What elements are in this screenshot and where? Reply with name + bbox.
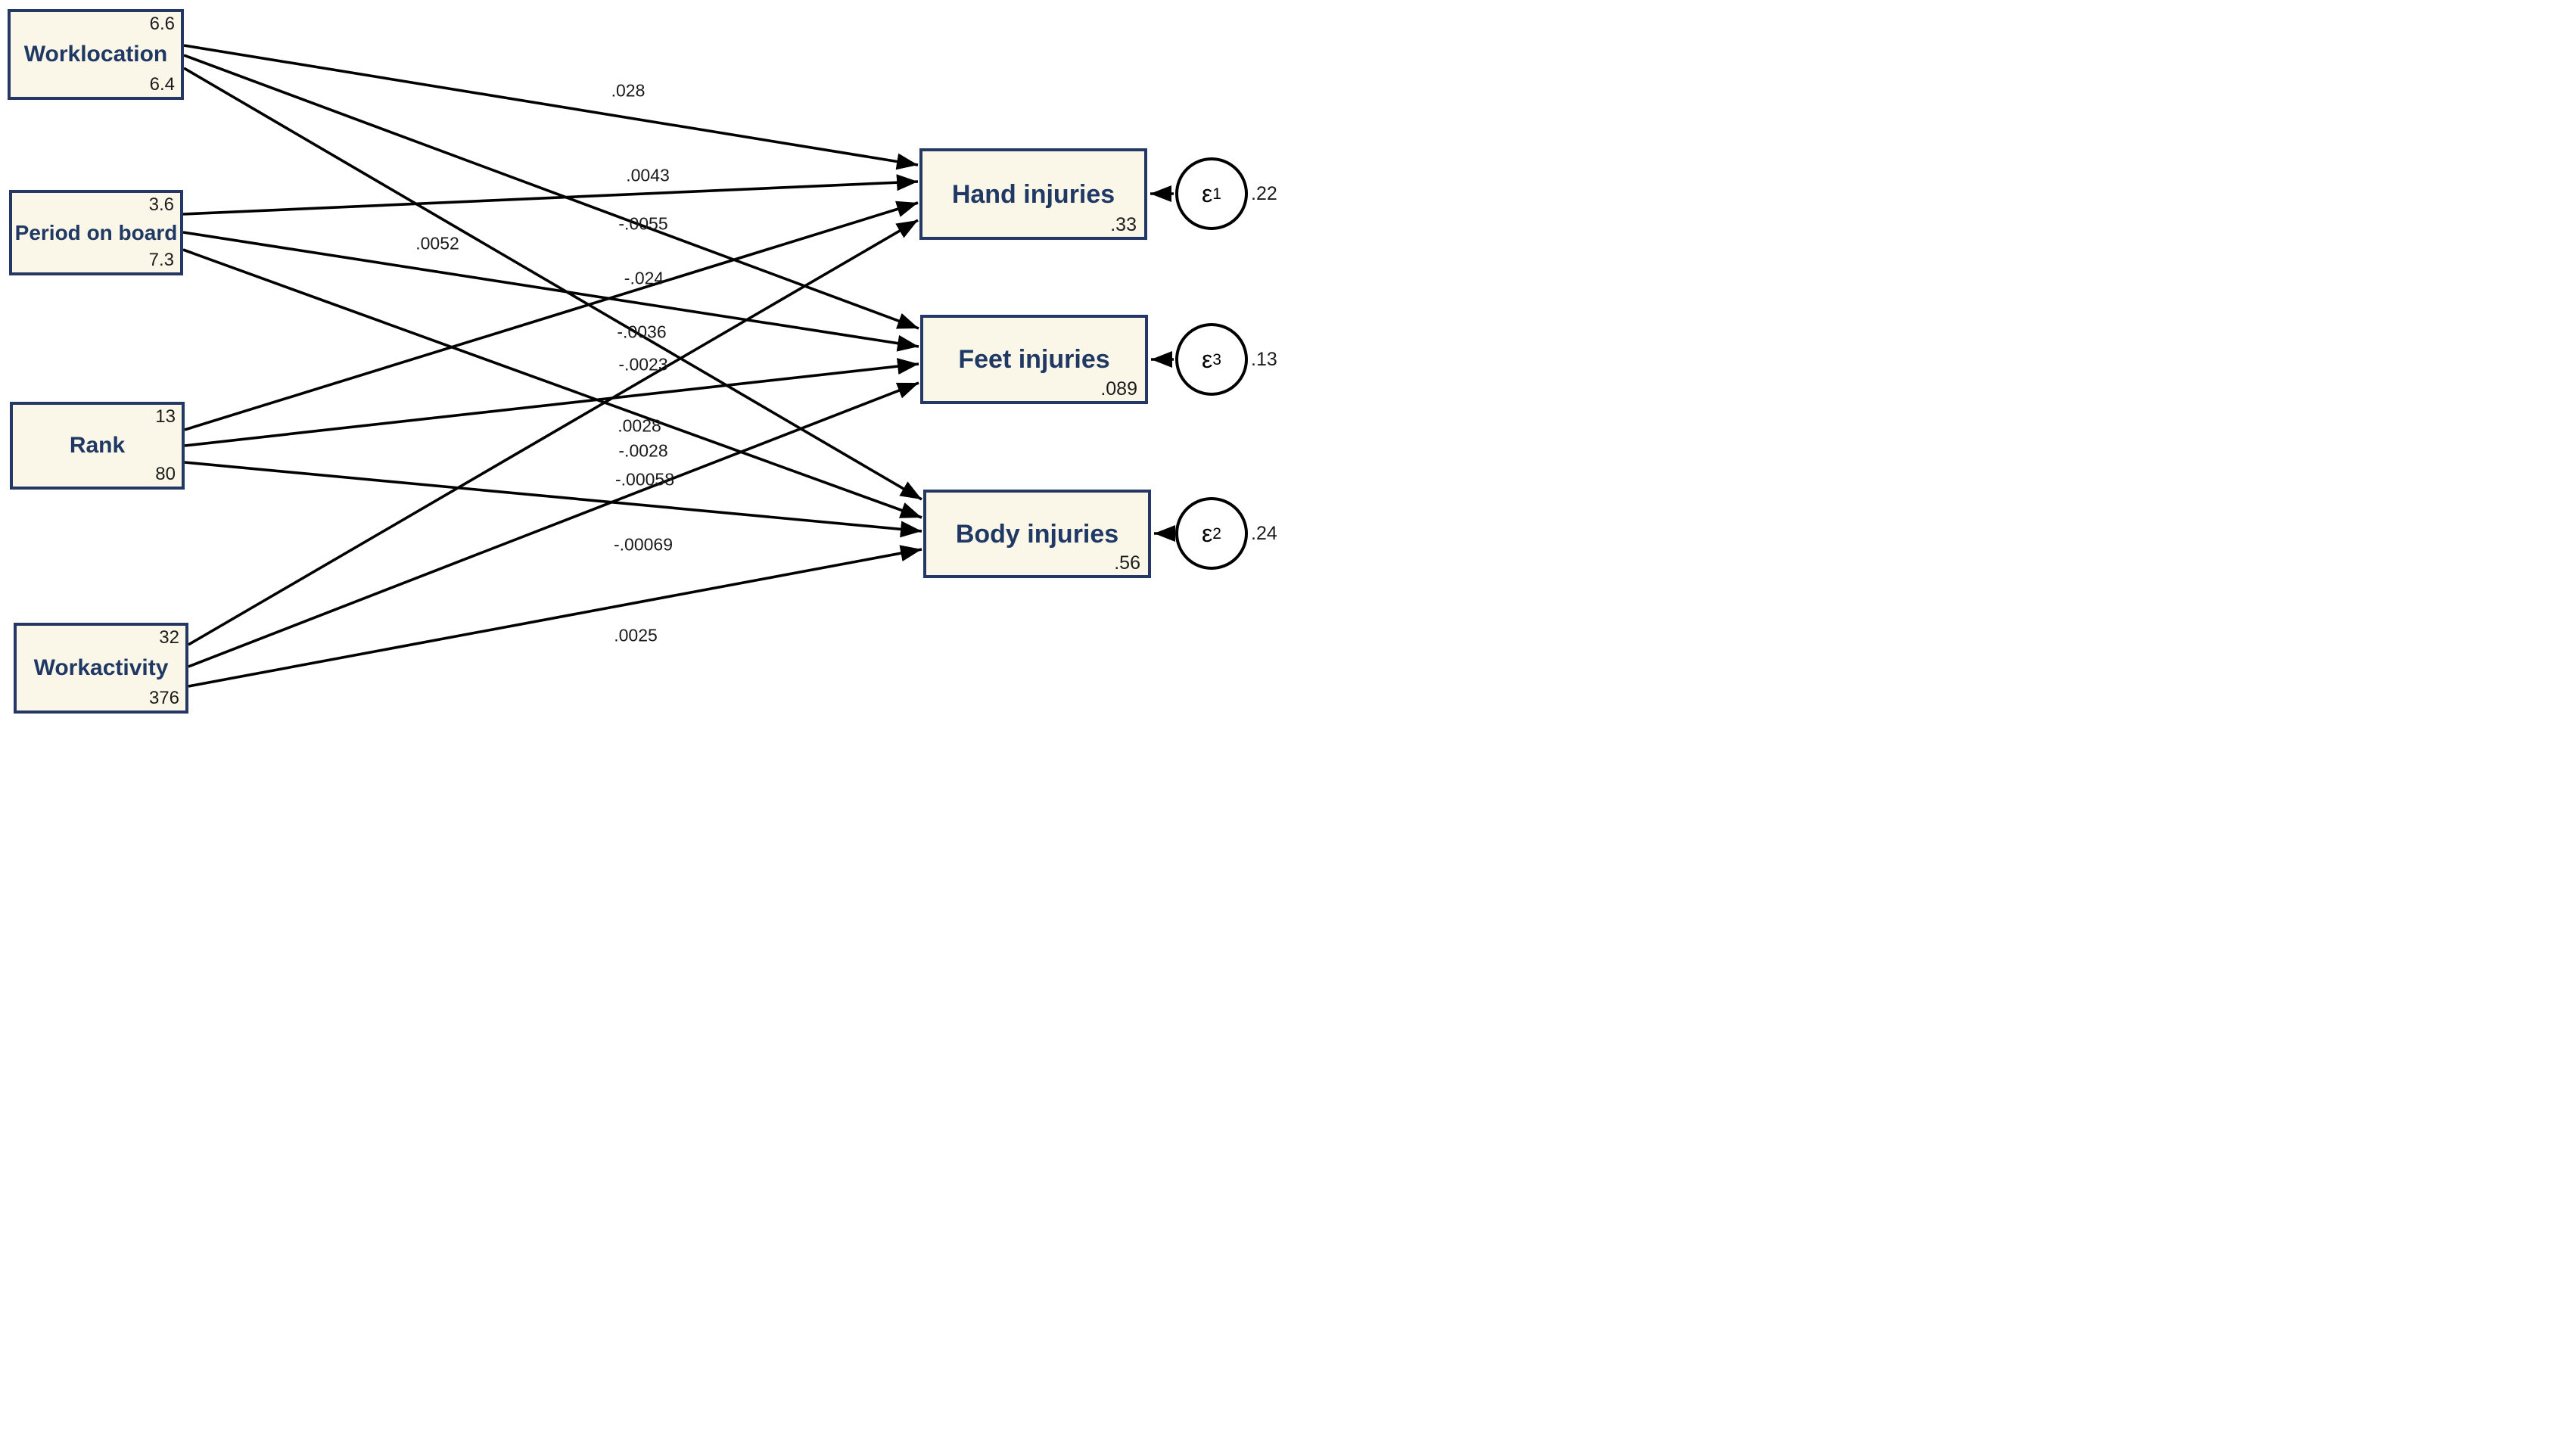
epsilon-symbol: ε: [1202, 180, 1213, 207]
coef-label-worklocation-hand: .028: [611, 80, 646, 101]
error-variance-epsilon-3: .13: [1251, 349, 1277, 370]
box-label: Hand injuries: [951, 179, 1115, 209]
coef-label-worklocation-feet: -.0055: [618, 213, 668, 234]
box-top-value: 3.6: [148, 194, 174, 215]
path-workactivity-body: [188, 545, 922, 688]
box-top-value: 13: [155, 406, 176, 427]
error-variance-epsilon-1: .22: [1251, 183, 1277, 204]
r-squared-value: .089: [1100, 378, 1137, 400]
coef-label-rank-hand: -.0036: [617, 322, 667, 342]
r-squared-value: .56: [1114, 552, 1140, 574]
path-rank-feet: [184, 358, 919, 447]
coef-label-workactivity-hand: .0028: [618, 415, 661, 436]
box-label: Feet injuries: [958, 345, 1110, 374]
coef-label-rank-feet: -.0028: [618, 440, 668, 461]
coef-label-workactivity-feet: -.00069: [613, 534, 674, 555]
exogenous-box-workactivity: Workactivity 32 376: [14, 623, 188, 714]
path-workactivity-hand: [188, 219, 919, 646]
box-label: Workactivity: [33, 655, 169, 680]
coef-label-workactivity-body: .0025: [614, 625, 658, 645]
r-squared-value: .33: [1110, 214, 1137, 235]
epsilon-subscript: 1: [1212, 185, 1221, 203]
box-bottom-value: 80: [155, 464, 176, 484]
sem-path-diagram: Worklocation 6.6 6.4 Period on board 3.6…: [0, 0, 1288, 725]
box-label: Period on board: [14, 220, 178, 244]
path-rank-hand: [184, 201, 919, 431]
path-workactivity-feet: [188, 381, 919, 668]
box-label: Rank: [69, 433, 126, 458]
box-bottom-value: 6.4: [149, 74, 175, 95]
path-lines: [182, 44, 1175, 688]
endogenous-box-feet-injuries: Feet injuries .089: [920, 315, 1148, 404]
coef-label-period-feet: -.024: [624, 268, 664, 288]
path-period-hand: [182, 174, 919, 216]
coef-label-period-body: -.0023: [618, 354, 668, 375]
exogenous-box-period-on-board: Period on board 3.6 7.3: [9, 190, 183, 275]
epsilon-symbol: ε: [1202, 520, 1213, 547]
epsilon-subscript: 2: [1212, 524, 1221, 543]
box-top-value: 6.6: [149, 14, 175, 34]
box-top-value: 32: [159, 627, 179, 648]
path-period-body: [182, 248, 922, 519]
box-bottom-value: 376: [148, 688, 179, 708]
path-period-feet: [182, 231, 919, 352]
endogenous-box-hand-injuries: Hand injuries .33: [919, 148, 1147, 240]
coef-label-period-hand: .0043: [626, 165, 670, 185]
path-worklocation-feet: [183, 54, 919, 330]
exogenous-box-worklocation: Worklocation 6.6 6.4: [8, 9, 184, 100]
error-variance-epsilon-2: .24: [1251, 523, 1277, 544]
box-label: Body injuries: [955, 519, 1119, 549]
epsilon-subscript: 3: [1212, 350, 1221, 368]
path-rank-body: [184, 461, 922, 538]
path-worklocation-body: [183, 67, 922, 501]
box-label: Worklocation: [23, 42, 168, 67]
coef-label-rank-body: -.00058: [614, 469, 675, 490]
path-arrows-layer: [182, 44, 1175, 688]
epsilon-symbol: ε: [1202, 346, 1213, 373]
exogenous-box-rank: Rank 13 80: [10, 402, 185, 490]
endogenous-box-body-injuries: Body injuries .56: [923, 490, 1151, 578]
path-worklocation-hand: [183, 44, 919, 170]
coef-label-worklocation-body: .0052: [415, 233, 459, 253]
box-bottom-value: 7.3: [148, 250, 174, 270]
